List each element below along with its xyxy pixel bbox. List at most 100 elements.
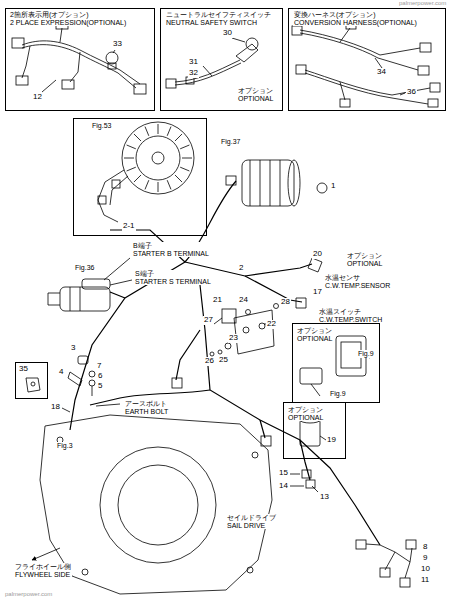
callout-number: 13 — [319, 493, 330, 502]
drawing-stroke — [317, 183, 327, 193]
text-line: 31 — [189, 58, 198, 67]
option-frame: ニュートラルセイフティスイッチ NEUTRAL SAFETY SWITCHオプシ… — [160, 8, 283, 111]
drawing-stroke — [260, 420, 265, 438]
text-line: 15 — [279, 469, 288, 478]
text-line: 変換ハーネス(オプション) — [294, 11, 417, 19]
drawing-stroke — [252, 452, 258, 458]
text-line: 34 — [377, 68, 386, 77]
text-line: 水温スイッチ — [319, 308, 382, 316]
callout-number: 1 — [330, 182, 336, 191]
callout-number: 28 — [280, 298, 291, 307]
box-heading: 変換ハーネス(オプション) CONVERSION HARNESS(OPTIONA… — [293, 11, 418, 26]
text-line: Fig.53 — [92, 122, 111, 130]
text-line: EARTH BOLT — [125, 408, 168, 416]
drawing-stroke — [182, 158, 192, 159]
callout-number: 4 — [58, 368, 64, 377]
callout-number: 22 — [266, 320, 277, 329]
box-heading: オプション OPTIONAL — [287, 406, 324, 421]
drawing-stroke — [430, 83, 440, 92]
drawing-stroke — [245, 276, 302, 302]
drawing-stroke — [274, 304, 279, 309]
text-line: フライホイール側 — [15, 563, 71, 571]
text-line: 35 — [19, 365, 28, 374]
watermark: palmerpower.com — [398, 0, 447, 7]
callout-number: 5 — [97, 382, 103, 391]
callout-number: 36 — [406, 88, 417, 97]
drawing-stroke — [232, 38, 245, 42]
drawing-stroke — [127, 167, 136, 171]
drawing-stroke — [366, 544, 380, 545]
drawing-stroke — [225, 343, 231, 349]
callout-number: 2 — [238, 264, 244, 273]
part-label: セイルドライブ SAIL DRIVE — [226, 514, 277, 529]
text-line: セイルドライブ — [227, 514, 276, 522]
drawing-stroke — [167, 180, 171, 189]
drawing-stroke — [243, 327, 249, 333]
part-label: S端子 STARTER S TERMINAL — [134, 270, 212, 285]
drawing-stroke — [406, 540, 416, 549]
callout-number: 24 — [238, 296, 249, 305]
drawing-stroke — [134, 134, 141, 141]
drawing-stroke — [210, 352, 214, 356]
callout-number: 34 — [376, 68, 387, 77]
text-line: OPTIONAL — [238, 95, 273, 103]
drawing-stroke — [145, 180, 149, 189]
drawing-stroke — [22, 41, 140, 84]
drawing-stroke — [242, 160, 294, 206]
text-line: 27 — [204, 316, 213, 325]
drawing-stroke — [214, 318, 222, 324]
text-line: 22 — [267, 320, 276, 329]
figure-reference: Fig.3 — [56, 442, 74, 450]
box-heading: 2箇所表示用(オプション) 2 PLACE EXPRESSION(OPTIONA… — [9, 11, 127, 26]
drawing-stroke — [122, 122, 194, 194]
text-line: SAIL DRIVE — [227, 522, 276, 530]
drawing-stroke — [32, 548, 60, 560]
drawing-stroke — [176, 330, 200, 380]
display-harness — [12, 20, 146, 94]
drawing-stroke — [134, 84, 146, 94]
drawing-stroke — [246, 310, 251, 315]
drawing-stroke — [180, 145, 189, 149]
text-line: Fig.9 — [330, 390, 346, 398]
drawing-stroke — [172, 378, 182, 388]
text-line: Fig.9 — [358, 350, 374, 358]
drawing-stroke — [222, 309, 236, 323]
drawing-stroke — [166, 79, 176, 88]
callout-number: 14 — [278, 482, 289, 491]
option-frame: オプション OPTIONAL 19 — [283, 402, 346, 459]
text-line: 28 — [281, 298, 290, 307]
drawing-stroke — [400, 93, 405, 95]
figure-reference: Fig.36 — [74, 264, 95, 272]
drawing-stroke — [112, 180, 120, 188]
text-line: オプション — [238, 87, 273, 95]
text-line: S端子 — [135, 270, 211, 278]
drawing-stroke — [118, 465, 198, 545]
drawing-stroke — [100, 447, 216, 563]
text-line: 18 — [51, 403, 60, 412]
text-line: STARTER S TERMINAL — [135, 278, 211, 286]
callout-number: 8 — [422, 543, 428, 552]
box-heading: Fig.53 — [91, 122, 112, 130]
callout-number: 25 — [218, 356, 229, 365]
text-line: 33 — [113, 40, 122, 49]
drawing-stroke — [40, 415, 272, 594]
text-line: 水温センサ — [325, 274, 390, 282]
drawing-stroke — [175, 60, 240, 82]
drawing-stroke — [124, 124, 192, 192]
drawing-stroke — [300, 368, 322, 384]
text-line: 19 — [327, 436, 336, 445]
text-line: 2-1 — [123, 222, 135, 231]
text-line: 36 — [407, 88, 416, 97]
drawing-stroke — [158, 124, 159, 134]
drawing-stroke — [106, 52, 118, 64]
drawing-stroke — [203, 66, 212, 76]
callout-number: 20 — [312, 250, 323, 259]
drawing-stroke — [92, 386, 93, 396]
text-line: 14 — [279, 482, 288, 491]
connectors-and-sensors — [172, 258, 322, 492]
text-line: アースボルト — [125, 400, 168, 408]
drawing-stroke — [167, 127, 171, 136]
part-label: 水温センサ C.W.TEMP.SENSOR — [324, 274, 391, 289]
text-line: 7 — [97, 362, 101, 371]
